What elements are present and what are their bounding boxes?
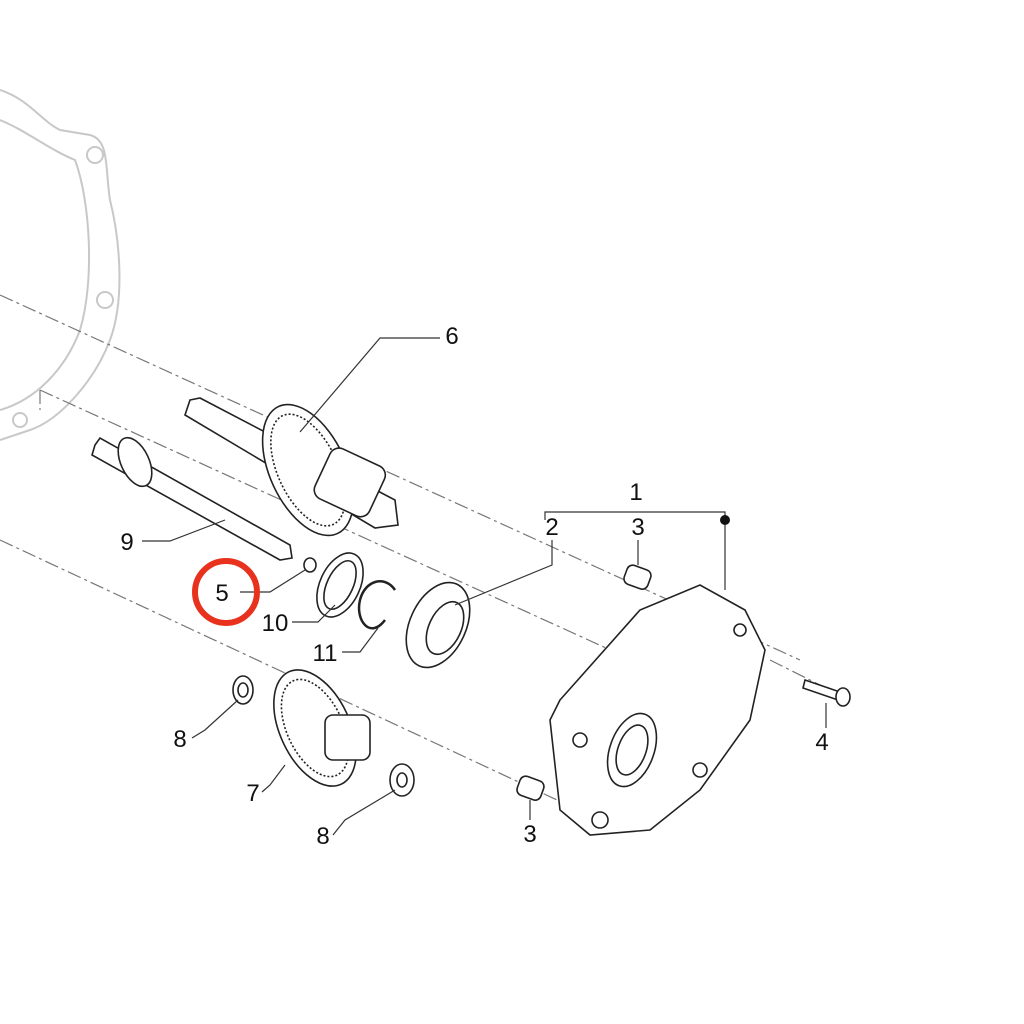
label-4[interactable]: 4	[815, 729, 828, 756]
label-6[interactable]: 6	[445, 323, 458, 350]
label-1[interactable]: 1	[629, 479, 642, 506]
label-7[interactable]: 7	[246, 780, 259, 807]
assembly-dot	[720, 515, 730, 525]
label-11[interactable]: 11	[313, 640, 338, 667]
parts	[91, 397, 851, 836]
label-9[interactable]: 9	[120, 529, 133, 556]
label-5[interactable]: 5	[215, 580, 228, 607]
label-3-top[interactable]: 3	[631, 514, 644, 541]
label-8-left[interactable]: 8	[173, 726, 186, 753]
label-3-bottom[interactable]: 3	[523, 821, 536, 848]
label-8-right[interactable]: 8	[316, 823, 329, 850]
label-2[interactable]: 2	[545, 514, 558, 541]
leader-lines	[142, 337, 827, 836]
highlight-circle	[192, 558, 260, 626]
crankcase-ghost	[0, 89, 121, 441]
label-10[interactable]: 10	[262, 610, 289, 637]
